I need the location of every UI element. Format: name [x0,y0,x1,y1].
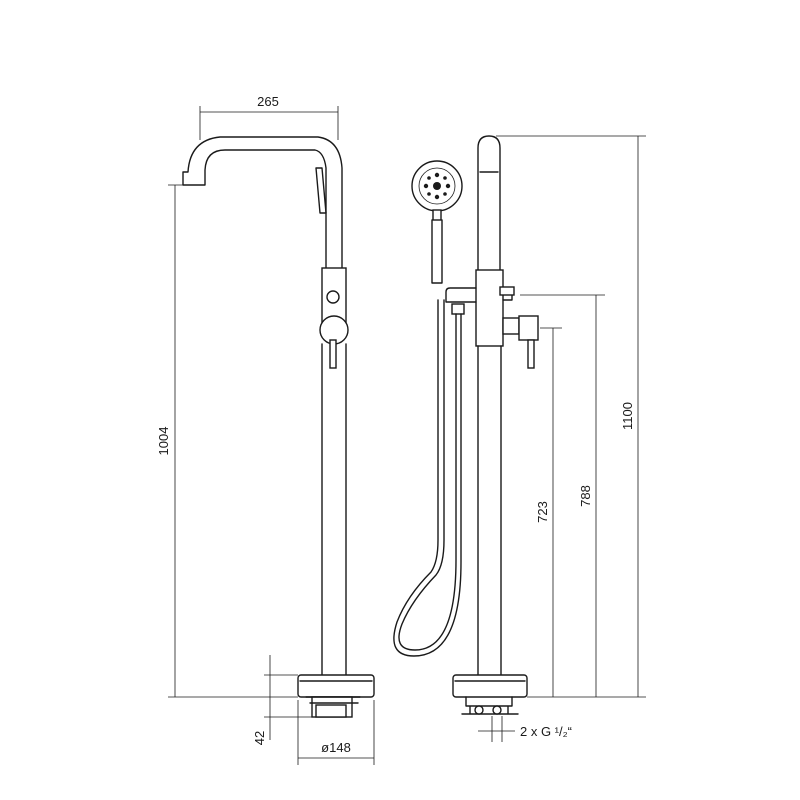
side-outlet [445,287,477,303]
side-view [393,135,539,715]
shower-neck [432,209,442,221]
column-outline [321,343,347,676]
side-diverter-knob [499,286,515,296]
side-handle-disc [502,317,520,335]
shower-holder [315,167,327,214]
front-view [182,136,375,718]
side-handle-stem [527,339,535,369]
handle-lever [329,339,337,369]
side-base [452,674,528,698]
base-plate [297,674,375,698]
side-connector [461,696,519,715]
shower-head-face [418,167,456,205]
dim-height-1100: 1100 [620,402,635,430]
side-handle-lever [518,315,539,341]
connector-cap [315,704,347,718]
diverter-knob [326,290,340,304]
shower-nozzles [423,172,451,200]
shower-hose [398,299,457,651]
dim-spout-reach: 265 [257,94,279,109]
side-spout [477,135,501,271]
side-column [477,345,502,676]
spout-outline [182,136,343,269]
dim-height-723: 723 [535,501,550,523]
dim-base-diameter: ø148 [321,740,351,755]
shower-handle [431,219,443,284]
connector-ring [305,696,361,704]
side-connector-right [492,705,502,715]
side-body [475,269,504,347]
hose-connector [451,303,465,315]
dim-connection: 2 x G ¹/₂“ [520,724,572,739]
front-view-dimensions: 265 1004 42 ø148 [156,94,375,765]
dim-left-height: 1004 [156,427,171,456]
side-connector-left [474,705,484,715]
shower-hose-inner [393,299,462,657]
dim-height-788: 788 [578,485,593,507]
dim-base-height: 42 [252,731,267,745]
side-view-dimensions: 723 788 1100 2 x G ¹/₂“ [478,135,646,742]
